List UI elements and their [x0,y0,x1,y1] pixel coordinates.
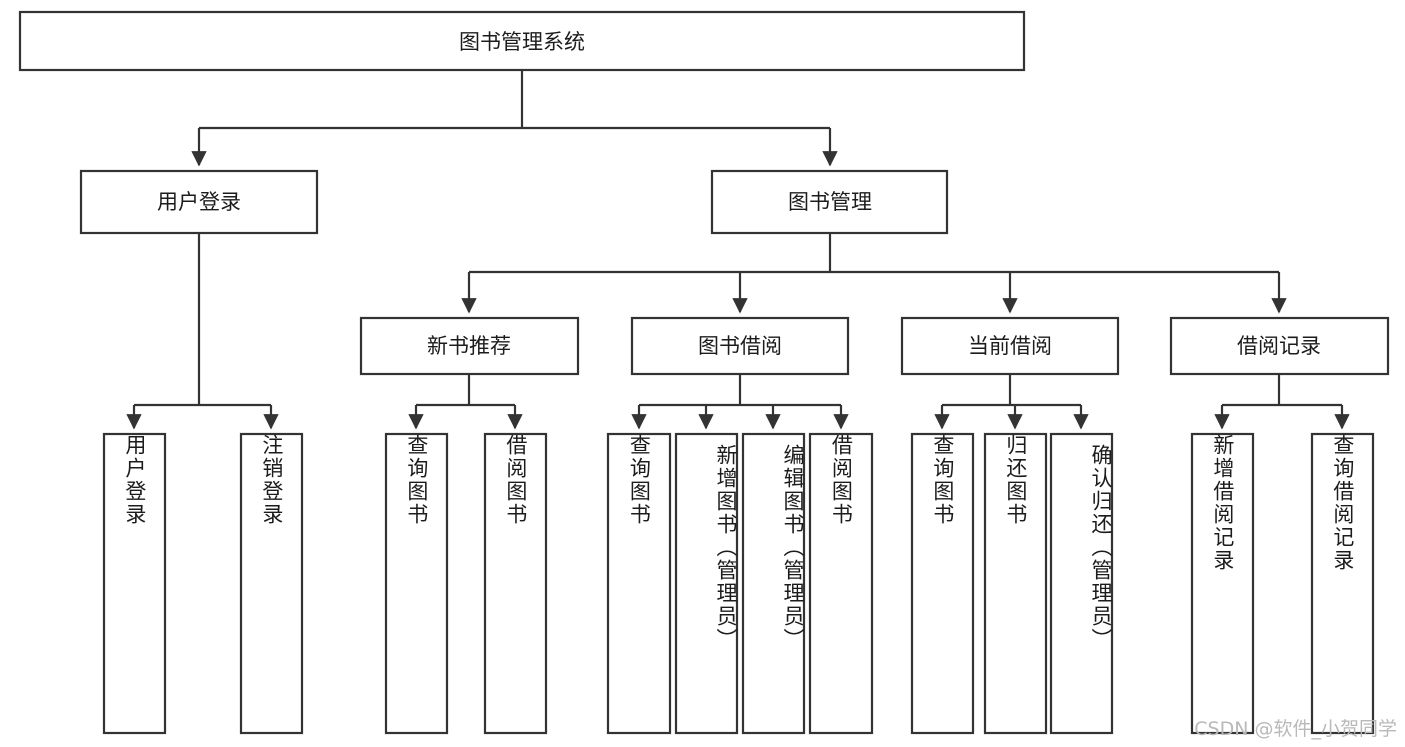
connector-group-book-management [461,233,1287,314]
node-leaf-query-borrow-record-rect[interactable] [1310,432,1375,735]
node-leaf-return-book-rect[interactable] [983,432,1048,735]
node-user-login-label: 用户登录 [157,190,241,214]
node-book-management-label: 图书管理 [788,190,872,214]
node-borrow-record-label: 借阅记录 [1237,334,1321,358]
node-borrow-record-rect[interactable] [1169,316,1390,376]
node-leaf-confirm-return-admin-rect[interactable] [1049,432,1114,735]
connector-group-user-login [126,233,279,430]
node-leaf-user-login-rect[interactable] [102,432,167,735]
node-new-book-recommend-rect[interactable] [359,316,580,376]
node-new-book-recommend[interactable]: 新书推荐 [359,316,580,376]
node-book-borrow-label: 图书借阅 [698,334,782,358]
node-root-rect[interactable] [18,10,1026,72]
node-leaf-logout-rect[interactable] [239,432,304,735]
node-leaf-borrow-book-recommend-rect[interactable] [483,432,548,735]
connector-group-borrow-record [1214,374,1350,430]
node-leaf-query-book-current-rect[interactable] [910,432,975,735]
connector-group-book-borrow [631,374,849,430]
node-borrow-record[interactable]: 借阅记录 [1169,316,1390,376]
node-new-book-recommend-label: 新书推荐 [427,334,511,358]
connector-group-root [191,70,838,167]
node-leaf-add-borrow-record-rect[interactable] [1190,432,1255,735]
node-user-login-rect[interactable] [79,169,319,235]
node-leaf-query-book-recommend-rect[interactable] [384,432,449,735]
csdn-watermark: CSDN @软件_小贺同学 [1194,718,1397,740]
node-book-borrow[interactable]: 图书借阅 [630,316,850,376]
leaf-rect-group [102,432,1375,735]
node-leaf-query-book-borrow-rect[interactable] [606,432,672,735]
node-book-management-rect[interactable] [710,169,949,235]
node-current-borrow[interactable]: 当前借阅 [900,316,1120,376]
node-leaf-borrow-book-rect[interactable] [808,432,874,735]
connector-group-new-book-recommend [408,374,523,430]
node-leaf-add-book-admin-rect[interactable] [674,432,739,735]
node-root[interactable]: 图书管理系统 [18,10,1026,72]
node-current-borrow-rect[interactable] [900,316,1120,376]
node-book-management[interactable]: 图书管理 [710,169,949,235]
node-user-login[interactable]: 用户登录 [79,169,319,235]
node-book-borrow-rect[interactable] [630,316,850,376]
node-current-borrow-label: 当前借阅 [968,334,1052,358]
node-root-label: 图书管理系统 [459,30,585,54]
node-leaf-edit-book-admin-rect[interactable] [741,432,806,735]
connector-group-current-borrow [934,374,1089,430]
